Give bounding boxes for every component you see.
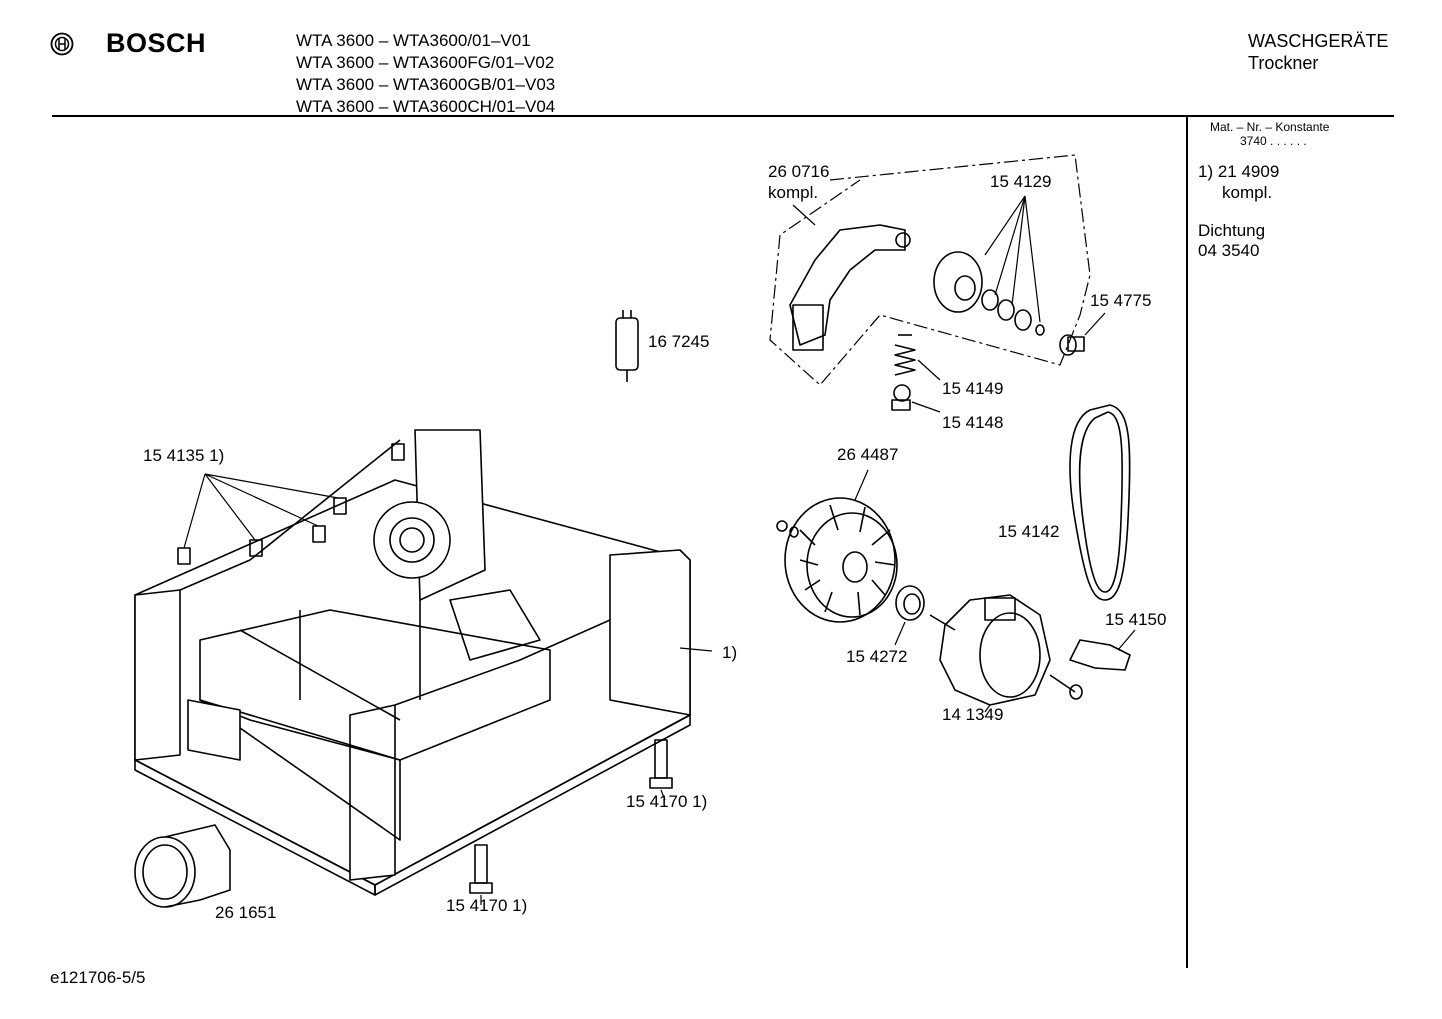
part-label-154150: 15 4150 — [1105, 610, 1167, 629]
housing-base-drawing — [134, 429, 691, 896]
mat-nr-value: 3740 . . . . . . — [1240, 134, 1307, 148]
dichtung-label: Dichtung — [1198, 221, 1266, 240]
pin-drawing — [1059, 334, 1085, 356]
part-label-154148: 15 4148 — [942, 413, 1004, 432]
model-line-4: WTA 3600 – WTA3600CH/01–V04 — [296, 97, 556, 116]
spring-holder-drawing — [891, 384, 911, 411]
motor-bracket-drawing — [1069, 639, 1131, 671]
brand-name: BOSCH — [106, 28, 207, 58]
part-label-154272: 15 4272 — [846, 647, 908, 666]
dichtung-value: 04 3540 — [1198, 241, 1260, 260]
sidebar-divider — [1186, 116, 1188, 968]
part-label-154129: 15 4129 — [990, 172, 1052, 191]
part-label-154170-a: 15 4170 1) — [626, 792, 708, 811]
part-label-154775: 15 4775 — [1090, 291, 1152, 310]
category-title: WASCHGERÄTE — [1248, 31, 1389, 51]
note-kompl: kompl. — [1222, 183, 1273, 202]
part-label-154142: 15 4142 — [998, 522, 1060, 541]
part-label-264487: 26 4487 — [837, 445, 899, 464]
fan-wheel-drawing — [776, 497, 898, 623]
part-label-260716-kompl: kompl. — [768, 183, 819, 202]
part-label-141349: 14 1349 — [942, 705, 1004, 724]
pulley-bearing-drawing — [933, 251, 1045, 336]
part-label-154170-b: 15 4170 1) — [446, 896, 528, 915]
part-label-154135: 15 4135 1) — [143, 446, 225, 465]
model-line-1: WTA 3600 – WTA3600/01–V01 — [296, 31, 531, 50]
tension-lever-drawing — [789, 224, 911, 351]
note-ref: 1) 21 4909 — [1198, 162, 1280, 181]
model-line-2: WTA 3600 – WTA3600FG/01–V02 — [296, 53, 555, 72]
seal-ring-drawing — [895, 585, 925, 621]
capacitor-drawing — [615, 310, 639, 382]
document-id: e121706-5/5 — [50, 968, 146, 987]
category-subtitle: Trockner — [1248, 53, 1319, 73]
part-label-ref-1: 1) — [722, 643, 738, 662]
assembly-outline — [769, 154, 1091, 386]
spring-drawing — [894, 334, 916, 376]
clip-parts-drawing — [177, 443, 405, 565]
part-label-261651: 26 1651 — [215, 903, 277, 922]
part-label-260716: 26 0716 — [768, 162, 830, 181]
bosch-logo-icon — [50, 32, 74, 56]
hose-adapter-drawing — [134, 824, 231, 908]
foot-screw-drawing — [469, 739, 673, 894]
part-label-167245: 16 7245 — [648, 332, 710, 351]
motor-drawing — [929, 594, 1083, 706]
header-divider — [52, 115, 1394, 117]
drive-belt-drawing — [1069, 404, 1131, 601]
mat-nr-header: Mat. – Nr. – Konstante — [1210, 120, 1330, 134]
model-line-3: WTA 3600 – WTA3600GB/01–V03 — [296, 75, 556, 94]
part-label-154149: 15 4149 — [942, 379, 1004, 398]
